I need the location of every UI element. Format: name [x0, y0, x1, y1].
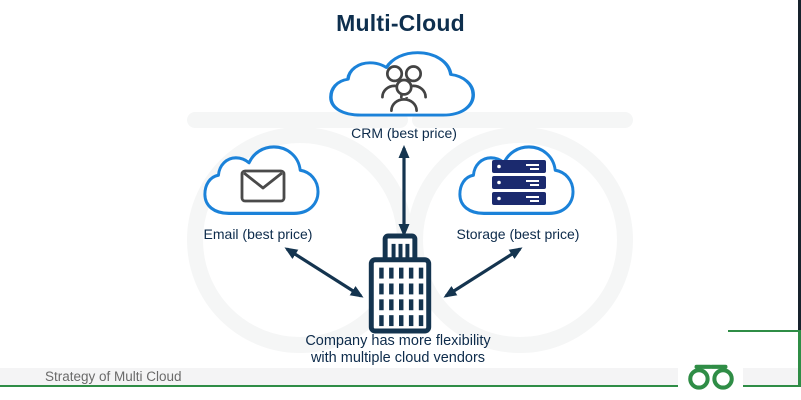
email-cloud-label: Email (best price)	[203, 226, 313, 242]
hub-caption-line1: Company has more flexibility	[305, 333, 491, 349]
hub-caption: Company has more flexibility with multip…	[238, 333, 558, 367]
crm-cloud-label: CRM (best price)	[351, 125, 457, 141]
footer-green-rule	[0, 385, 801, 387]
storage-cloud-label: Storage (best price)	[456, 226, 580, 242]
server-stack-icon	[492, 160, 546, 205]
footer-caption: Strategy of Multi Cloud	[45, 369, 182, 384]
team-icon	[381, 65, 427, 112]
page-title: Multi-Cloud	[336, 10, 465, 36]
green-edge-horizontal	[728, 330, 801, 332]
hub-caption-line2: with multiple cloud vendors	[310, 350, 486, 366]
envelope-icon	[240, 169, 286, 203]
green-edge-vertical	[798, 330, 801, 387]
right-edge-border	[798, 0, 801, 353]
footer-strip	[0, 368, 801, 385]
office-building-icon	[368, 233, 432, 334]
geeksforgeeks-logo-icon	[688, 364, 734, 390]
